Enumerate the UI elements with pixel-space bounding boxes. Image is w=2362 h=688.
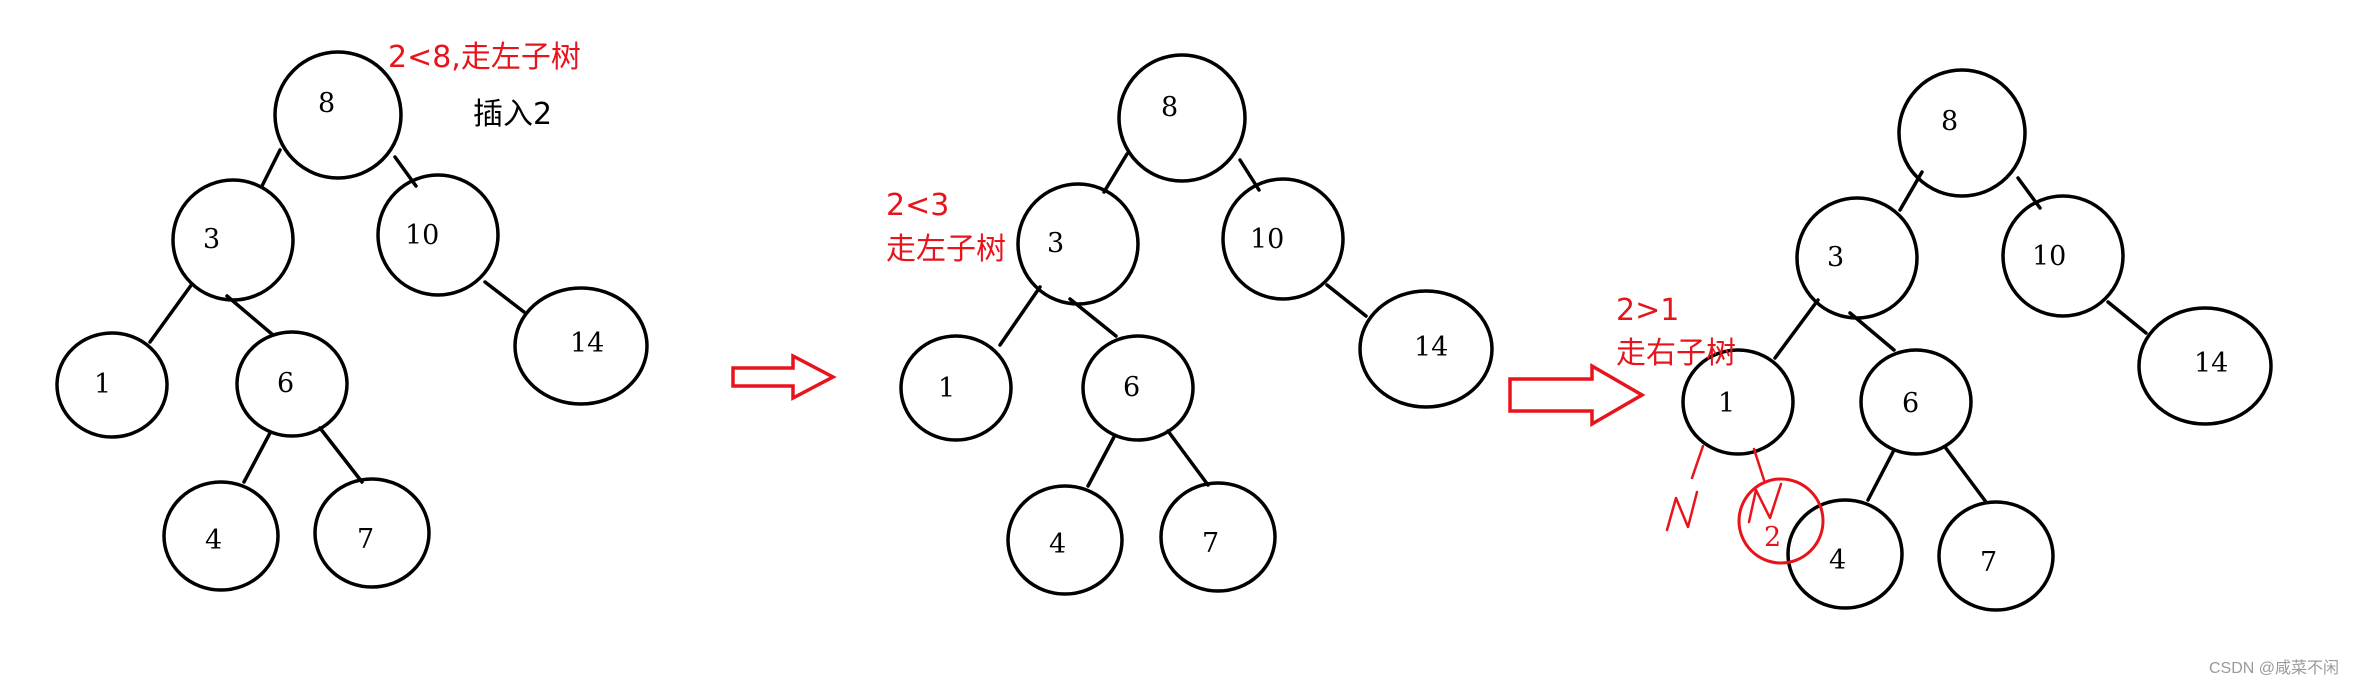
tree-node-8 [273,50,403,180]
edge-3-6 [225,294,275,337]
tree-node-labels: 8 3 10 14 1 6 4 7 [1718,106,2228,578]
tree-edges [148,148,526,484]
direction-note: 走右子树 [1616,336,1736,371]
node-label: 14 [570,328,604,359]
tree-panel-1: 8 3 10 14 1 6 4 7 2<8,走左子树 插入2 [55,40,649,592]
tree-node-4 [1006,484,1124,596]
edge-8-3 [1102,152,1129,194]
tree-node-10 [376,173,500,297]
tree-nodes [55,50,649,592]
node-label: 4 [1049,529,1066,560]
compare-note: 2>1 [1616,293,1679,328]
node-label: 10 [1250,224,1284,255]
tree-node-10 [1221,177,1345,301]
handwritten-n-icon [1747,482,1783,524]
node-label: 8 [318,88,335,119]
tree-node-14 [513,286,649,406]
tree-edges [998,152,1368,488]
node-label: 1 [1718,388,1735,419]
node-label: 8 [1161,92,1178,123]
hollow-right-arrow-icon [731,353,837,401]
node-label: 1 [938,373,955,404]
node-label: 3 [203,224,220,255]
tree-node-6 [235,330,349,438]
edge-8-3 [260,148,282,188]
tree-node-14 [1358,289,1494,409]
tree-node-4 [162,480,280,592]
tree-panel-3: 8 3 10 14 1 6 4 7 2 2>1 走右子树 [1616,68,2273,612]
edge-3-1 [1773,298,1820,360]
tree-node-14 [2137,306,2273,426]
node-label: 6 [1123,372,1140,403]
node-label: 14 [2194,348,2228,379]
edge-6-4 [1086,435,1116,488]
edge-6-7 [318,426,364,484]
tree-node-7 [1937,500,2055,612]
tree-node-labels: 8 3 10 14 1 6 4 7 [94,88,604,556]
tree-node-7 [313,477,431,589]
tree-panel-2: 8 3 10 14 1 6 4 7 2<3 走左子树 [886,53,1494,596]
node-label: 10 [405,220,439,251]
compare-note: 2<8,走左子树 [388,40,581,75]
tree-node-1 [1681,348,1795,456]
tree-node-8 [1117,53,1247,183]
node-label: 6 [1902,388,1919,419]
tree-node-6 [1859,348,1973,456]
edge-6-7 [1943,445,1988,504]
edge-6-7 [1166,429,1210,487]
inserted-node-label: 2 [1764,522,1781,553]
tree-node-8 [1897,68,2027,198]
right-null-link [1752,447,1766,482]
edge-6-4 [1866,450,1895,502]
tree-nodes [899,53,1494,596]
node-label: 14 [1414,332,1448,363]
edge-10-14 [2106,300,2148,335]
tree-node-10 [2001,194,2125,318]
tree-edges [1773,170,2148,504]
node-label: 6 [277,368,294,399]
node-label: 7 [1980,547,1997,578]
node-label: 4 [1829,545,1846,576]
edge-3-1 [148,282,194,344]
insert-note: 插入2 [473,97,552,132]
tree-node-7 [1159,481,1277,593]
compare-note: 2<3 [886,188,949,223]
node-label: 8 [1941,106,1958,137]
node-label: 3 [1047,228,1064,259]
tree-node-labels: 8 3 10 14 1 6 4 7 [938,92,1448,560]
tree-node-4 [1786,498,1904,610]
tree-node-6 [1081,334,1195,442]
node-label: 7 [357,524,374,555]
node-label: 4 [205,525,222,556]
inserted-node-2 [1737,477,1825,565]
tree-node-3 [1016,182,1140,306]
hollow-right-arrow-icon [1508,362,1646,428]
direction-note: 走左子树 [886,232,1006,267]
watermark: CSDN @咸菜不闲 [2209,659,2339,677]
node-label: 7 [1202,528,1219,559]
tree-node-1 [899,334,1013,442]
edge-10-14 [1325,283,1368,318]
edge-10-14 [483,280,526,314]
tree-node-3 [1795,196,1919,320]
edge-6-4 [242,431,272,484]
tree-node-1 [55,331,169,439]
node-label: 10 [2032,241,2066,272]
node-label: 3 [1827,242,1844,273]
left-null-link [1690,444,1705,480]
null-child-links [1690,444,1766,482]
handwritten-n-icon [1665,490,1699,532]
node-label: 1 [94,369,111,400]
tree-node-3 [171,178,295,302]
tree-nodes [1681,68,2273,612]
edge-3-1 [998,285,1042,347]
